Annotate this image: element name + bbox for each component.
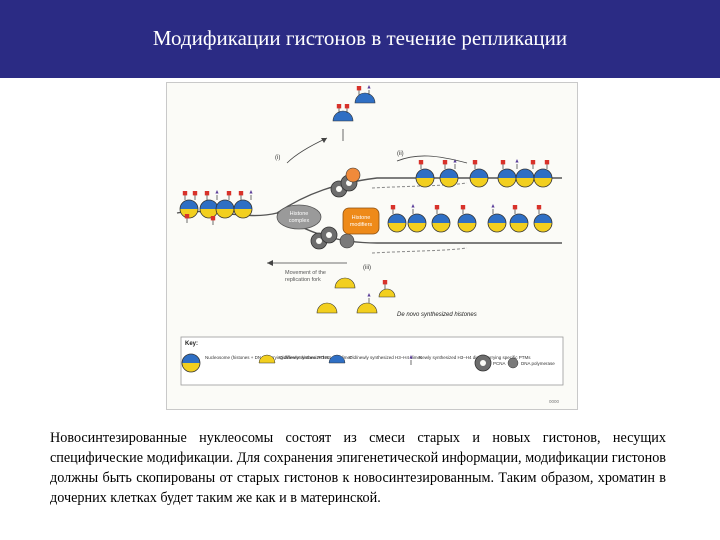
- arrow-ii: [396, 155, 468, 164]
- de-novo-histones: (iii) De novo synthesized histones: [316, 265, 477, 318]
- key-title: Key:: [185, 341, 198, 347]
- key-item-3: Old/newly synthesized H3–H4 dimer: [349, 355, 422, 360]
- histone-holder-complex: Histone complex: [276, 204, 322, 230]
- corner-code: 0000: [549, 399, 560, 404]
- histone-modifiers: Histone modifiers: [342, 207, 380, 235]
- dna-polymerase-icon: [507, 357, 519, 369]
- slide-title: Модификации гистонов в течение репликаци…: [152, 26, 568, 50]
- key-item-2: Old/newly synthesized H3–H4 dimer: [279, 355, 352, 360]
- slide-header: [0, 0, 720, 78]
- key-item-6: DNA polymerase: [521, 361, 555, 366]
- daughter-chromatin-top: [415, 158, 553, 188]
- new-dimer-icon: [328, 354, 346, 364]
- movement-label-2: replication fork: [285, 277, 321, 283]
- slide-caption: Новосинтезированные нуклеосомы состоят и…: [50, 430, 666, 506]
- replication-figure: Histone complex Histone modifiers: [166, 82, 578, 410]
- nucleosome-icon: [181, 353, 201, 373]
- released-histones-top: [286, 84, 376, 164]
- replication-diagram: Histone complex Histone modifiers: [176, 84, 564, 404]
- label-iii: (iii): [363, 265, 371, 271]
- fork-movement-arrow: Movement of the replication fork: [267, 260, 347, 283]
- de-novo-label: De novo synthesized histones: [397, 312, 477, 318]
- movement-label-1: Movement of the: [285, 270, 326, 276]
- pcna-icon: [474, 354, 492, 372]
- parental-chromatin: [176, 189, 278, 226]
- key-item-4: Newly synthesized H3–H4 dimer carrying s…: [419, 355, 531, 360]
- label-i: (i): [275, 155, 280, 161]
- key-item-5: PCNA: [493, 361, 506, 366]
- daughter-chromatin-bottom: [387, 203, 553, 233]
- label-ii: (ii): [397, 151, 404, 157]
- holder-label-2: complex: [289, 218, 310, 224]
- holder-label-1: Histone: [290, 211, 309, 217]
- modifier-label-1: Histone: [352, 215, 371, 221]
- figure-key: Key: Nucleosome (histones + DNA) carryin…: [180, 336, 564, 386]
- modifier-label-2: modifiers: [350, 222, 373, 228]
- old-dimer-icon: [258, 354, 276, 364]
